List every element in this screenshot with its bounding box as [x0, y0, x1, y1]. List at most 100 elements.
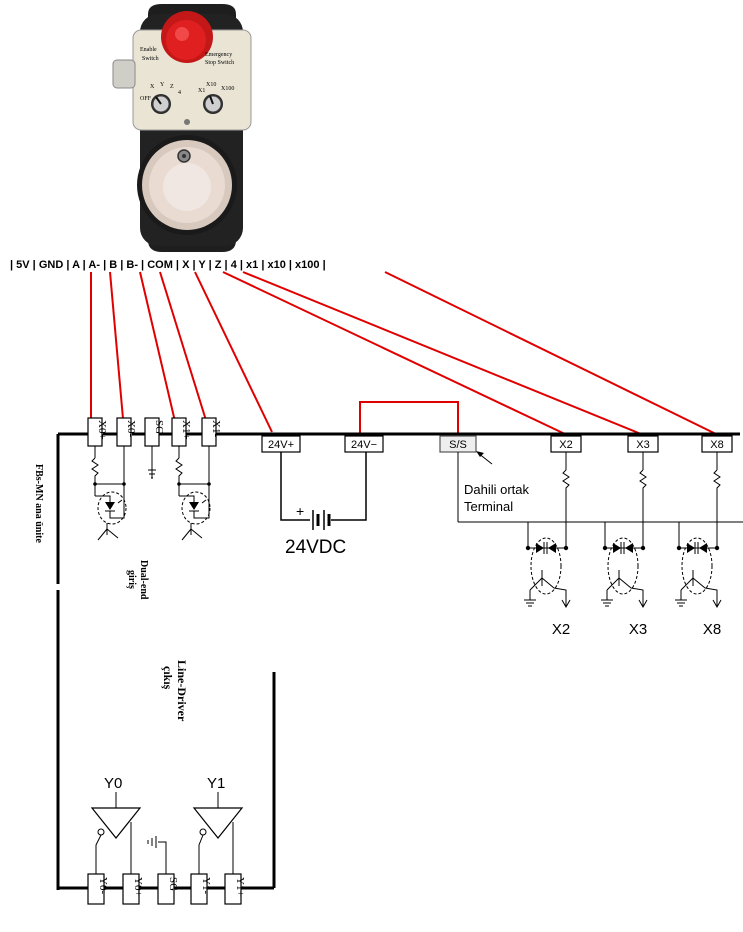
svg-text:24V−: 24V− — [351, 439, 377, 451]
output-ground-icon — [147, 836, 167, 874]
pin-separator: | — [138, 259, 147, 271]
axis-x-label: X — [150, 84, 155, 90]
pin-label: x1 — [246, 259, 258, 271]
terminal-x3: X3 — [627, 435, 659, 453]
optocoupler-x3-icon — [601, 522, 648, 609]
svg-text:Y1-: Y1- — [200, 877, 212, 894]
estop-label: Emergency — [205, 52, 232, 58]
pin-separator: | — [189, 259, 198, 271]
pin-separator: | — [173, 259, 182, 271]
pin-label: B- — [126, 259, 138, 271]
dual-end-inputs: X0+ X0- SG X1+ X1- — [33, 417, 222, 600]
line-driver-label-2: çıkış — [161, 666, 175, 690]
svg-text:X1+: X1+ — [180, 420, 192, 440]
pin-separator: | — [30, 259, 39, 271]
svg-text:Y0-: Y0- — [97, 877, 109, 894]
wire-x100 — [384, 271, 717, 435]
pin-label: X — [182, 259, 190, 271]
output-terminal-2: SG — [157, 873, 179, 905]
driver-y0-label: Y0 — [104, 775, 122, 792]
optocoupler-x1-icon — [175, 446, 211, 541]
svg-text:X3: X3 — [636, 439, 649, 451]
input-x8-label: X8 — [703, 621, 721, 638]
mult-x100-label: X100 — [221, 86, 234, 92]
input-x3-label: X3 — [629, 621, 647, 638]
dual-end-label: Dual-end — [138, 560, 149, 600]
terminal-24v-minus: 24V− — [344, 435, 384, 453]
enable-label-2: Switch — [142, 56, 159, 62]
pin-label: COM — [147, 259, 173, 271]
svg-text:X8: X8 — [710, 439, 723, 451]
pin-separator: | — [100, 259, 109, 271]
svg-text:X0-: X0- — [125, 420, 137, 437]
pin-separator: | — [286, 259, 295, 271]
output-terminal-0: Y0- — [87, 873, 109, 905]
pin-label: A- — [88, 259, 100, 271]
svg-text:24V+: 24V+ — [268, 439, 294, 451]
battery-plus-label: + — [296, 503, 304, 519]
output-terminal-3: Y1- — [190, 873, 212, 905]
pin-label: x100 — [295, 259, 319, 271]
line-driver-y1-icon — [192, 792, 244, 874]
handwheel — [137, 135, 237, 235]
output-terminal-4: Y1+ — [224, 873, 246, 905]
terminal-x2: X2 — [550, 435, 582, 453]
svg-text:Y1+: Y1+ — [234, 877, 246, 897]
led-indicator-icon — [184, 119, 190, 125]
ss-note-label-2: Terminal — [464, 499, 513, 514]
pin-header: | 5V | GND | A | A- | B | B- | COM | X |… — [10, 259, 326, 271]
wire-24v-ss-bridge — [359, 401, 459, 434]
pin-separator: | — [221, 259, 230, 271]
pin-separator: | — [237, 259, 246, 271]
svg-text:X1-: X1- — [210, 420, 222, 437]
axis-4-label: 4 — [178, 90, 181, 96]
pin-label: GND — [39, 259, 64, 271]
pin-label: 4 — [231, 259, 238, 271]
mpg-pendant: Enable Switch Emergency Stop Switch OFF … — [112, 4, 252, 252]
terminal-x1-plus: X1+ — [171, 417, 192, 447]
optocoupler-x8-icon — [675, 522, 722, 609]
battery-icon — [312, 510, 331, 530]
pin-separator: | — [206, 259, 215, 271]
wire-y — [242, 271, 642, 435]
pin-label: x10 — [267, 259, 285, 271]
red-wires — [90, 271, 717, 435]
wire-b-minus — [159, 271, 210, 431]
multiplier-selector-knob — [203, 94, 223, 114]
svg-text:X2: X2 — [559, 439, 572, 451]
svg-text:S/S: S/S — [449, 439, 467, 451]
input-x2-label: X2 — [552, 621, 570, 638]
power-supply: 24V+ 24V− + 24VDC — [261, 435, 384, 558]
svg-text:SG: SG — [153, 420, 165, 434]
enable-label: Enable — [140, 47, 157, 53]
sg-ground-icon — [148, 446, 156, 479]
pin-separator: | — [63, 259, 72, 271]
svg-text:Y0+: Y0+ — [132, 877, 144, 897]
terminal-x0-minus: X0- — [116, 417, 137, 447]
pin-label: Y — [198, 259, 206, 271]
pin-separator: | — [80, 259, 89, 271]
arrow-icon — [476, 451, 493, 465]
pin-label: A — [72, 259, 80, 271]
optocoupler-x0-icon — [91, 446, 127, 541]
svg-text:X0+: X0+ — [96, 420, 108, 440]
pin-label: B — [109, 259, 117, 271]
driver-y1-label: Y1 — [207, 775, 225, 792]
fbs-mn-label: FBs-MN ana ünite — [33, 464, 44, 543]
enable-switch-button — [112, 59, 136, 89]
pin-separator: | — [320, 259, 326, 271]
wire-x — [222, 271, 566, 435]
optocoupler-x2-icon — [524, 522, 571, 609]
terminal-x1-minus: X1- — [201, 417, 222, 447]
pin-label: Z — [215, 259, 222, 271]
svg-text:SG: SG — [167, 877, 179, 891]
axis-z-label: Z — [170, 84, 174, 90]
bus-lines — [56, 432, 740, 890]
axis-selector-knob — [151, 94, 171, 114]
battery-voltage-label: 24VDC — [285, 537, 346, 558]
